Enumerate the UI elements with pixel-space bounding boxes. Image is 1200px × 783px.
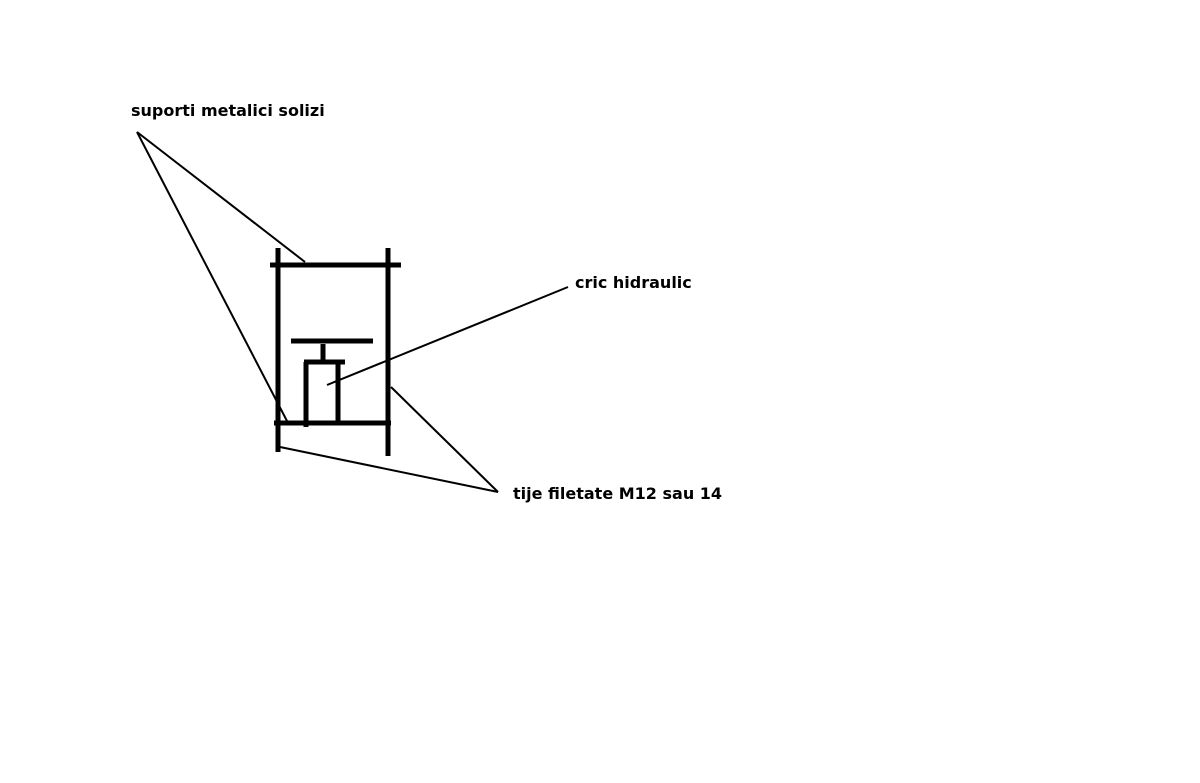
label-supports: suporti metalici solizi bbox=[131, 101, 325, 120]
leader-supports-top bbox=[136, 131, 306, 263]
label-rods: tije filetate M12 sau 14 bbox=[513, 484, 722, 503]
leader-rods-right bbox=[390, 386, 499, 493]
leader-supports-bottom bbox=[136, 131, 288, 422]
label-jack: cric hidraulic bbox=[575, 273, 692, 292]
hydraulic-jack bbox=[303, 344, 345, 427]
leader-jack bbox=[326, 286, 569, 386]
leader-rods-left bbox=[279, 446, 499, 493]
